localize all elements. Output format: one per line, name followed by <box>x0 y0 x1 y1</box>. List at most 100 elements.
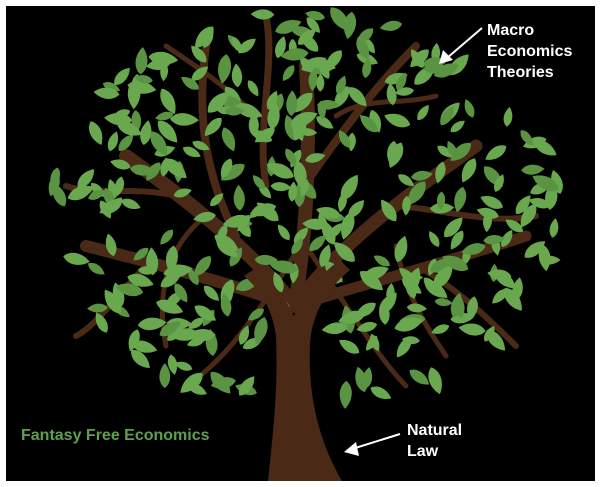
leaf-icon <box>512 277 523 301</box>
leaf-icon <box>238 38 256 54</box>
leaf-icon <box>193 211 216 223</box>
leaf-icon <box>335 75 346 95</box>
leaf-icon <box>127 79 141 110</box>
leaf-icon <box>348 200 365 218</box>
leaf-icon <box>202 26 214 48</box>
leaf-icon <box>254 254 278 265</box>
leaf-icon <box>191 66 209 81</box>
macro-label-line1: Macro <box>487 22 535 39</box>
leaf-icon <box>401 336 420 345</box>
leaf-icon <box>285 148 297 166</box>
leaf-icon <box>407 181 426 206</box>
leaf-icon <box>104 289 122 314</box>
leaf-icon <box>362 57 372 79</box>
leaf-icon <box>298 29 316 45</box>
leaf-icon <box>520 130 533 146</box>
leaf-icon <box>160 63 169 82</box>
tree-leaves <box>48 7 563 409</box>
leaf-icon <box>167 354 178 375</box>
leaf-icon <box>266 163 294 179</box>
leaf-icon <box>247 80 259 97</box>
leaf-icon <box>77 169 95 189</box>
leaf-icon <box>538 244 551 272</box>
leaf-icon <box>87 303 108 313</box>
leaf-icon <box>366 335 378 351</box>
leaf-icon <box>308 70 318 92</box>
leaf-icon <box>67 185 94 201</box>
black-panel: Macro Economics Theories Natural Law Fan… <box>6 6 595 481</box>
leaf-icon <box>394 317 424 332</box>
leaf-icon <box>220 163 245 181</box>
leaf-icon <box>112 109 131 119</box>
leaf-icon <box>192 140 210 151</box>
leaf-icon <box>339 380 352 409</box>
leaf-icon <box>107 197 123 215</box>
leaf-icon <box>266 90 278 110</box>
leaf-icon <box>549 218 559 238</box>
leaf-icon <box>338 339 360 354</box>
leaf-icon <box>461 243 486 255</box>
leaf-icon <box>157 120 178 143</box>
leaf-icon <box>521 164 545 175</box>
leaf-icon <box>286 90 298 116</box>
leaf-icon <box>450 230 464 250</box>
leaf-icon <box>220 158 233 179</box>
leaf-icon <box>252 175 265 190</box>
leaf-icon <box>370 386 392 399</box>
leaf-icon <box>118 134 134 151</box>
leaf-icon <box>160 229 174 245</box>
leaf-icon <box>291 238 303 255</box>
leaf-icon <box>273 271 284 293</box>
leaf-icon <box>159 363 171 389</box>
leaf-icon <box>140 120 152 145</box>
leaf-icon <box>494 174 504 192</box>
leaf-icon <box>306 17 320 33</box>
macro-label-line3: Theories <box>487 64 554 81</box>
leaf-icon <box>402 195 411 216</box>
leaf-icon <box>182 146 201 158</box>
macro-arrow-icon <box>439 27 483 64</box>
leaf-icon <box>155 111 174 121</box>
leaf-icon <box>450 120 465 133</box>
leaf-icon <box>355 366 368 393</box>
natural-arrow-icon <box>344 433 401 456</box>
leaf-icon <box>248 112 259 137</box>
leaf-icon <box>501 229 513 247</box>
leaf-icon <box>221 127 236 152</box>
macro-economics-label: Macro Economics Theories <box>487 20 572 83</box>
leaf-icon <box>291 92 313 113</box>
leaf-icon <box>174 283 188 303</box>
leaf-icon <box>187 383 207 395</box>
leaf-icon <box>88 190 106 200</box>
leaf-icon <box>127 273 154 287</box>
leaf-icon <box>115 283 144 297</box>
leaf-icon <box>116 121 142 136</box>
leaf-icon <box>503 106 513 127</box>
leaf-icon <box>293 160 307 190</box>
leaf-icon <box>204 117 222 136</box>
tree-illustration <box>48 7 563 481</box>
leaf-icon <box>373 255 390 267</box>
leaf-icon <box>218 54 232 84</box>
leaf-icon <box>160 88 176 115</box>
leaf-icon <box>434 298 453 307</box>
leaf-icon <box>291 118 304 142</box>
leaf-icon <box>180 373 203 393</box>
leaf-icon <box>186 337 206 347</box>
leaf-icon <box>233 184 245 211</box>
leaf-icon <box>194 305 216 321</box>
leaf-icon <box>440 106 454 126</box>
leaf-icon <box>454 186 467 213</box>
leaf-icon <box>379 300 390 325</box>
leaf-icon <box>338 193 347 213</box>
leaf-icon <box>379 20 403 31</box>
leaf-icon <box>131 349 150 369</box>
leaf-icon <box>515 195 531 215</box>
leaf-icon <box>48 173 60 197</box>
leaf-icon <box>461 158 477 183</box>
leaf-icon <box>110 159 131 170</box>
leaf-icon <box>238 325 250 345</box>
leaf-icon <box>254 128 275 143</box>
leaf-icon <box>146 247 159 276</box>
